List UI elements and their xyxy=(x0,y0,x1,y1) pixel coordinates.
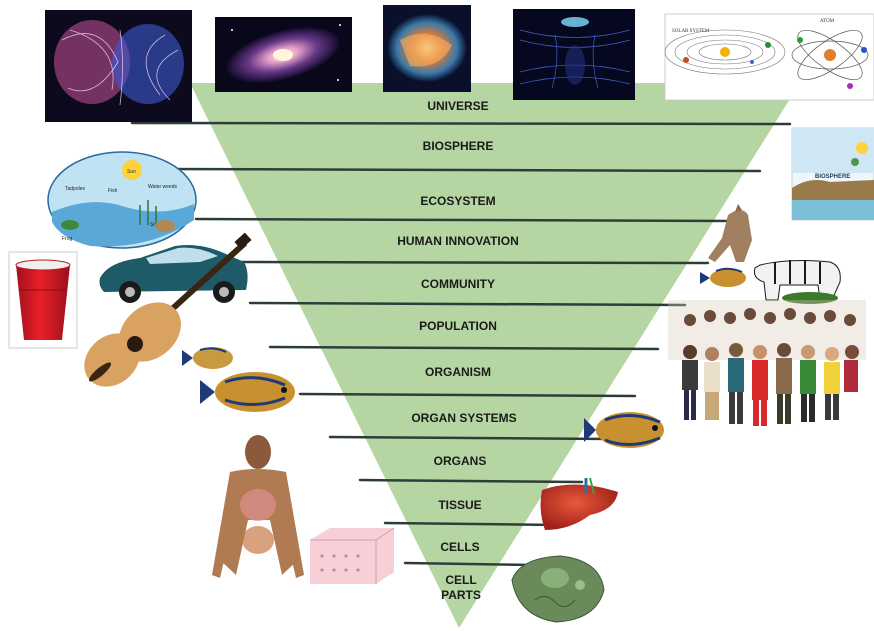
level-label-universe: UNIVERSE xyxy=(427,99,488,113)
pond-ecosystem-image: Sun Tadpoles Fish Water weeds Frog Snail xyxy=(48,152,196,248)
wormhole-image xyxy=(513,9,635,100)
tissue-block-image xyxy=(310,528,394,584)
crowd-image xyxy=(668,300,866,426)
level-label-ecosystem: ECOSYSTEM xyxy=(420,194,495,208)
pond-sun-label: Sun xyxy=(127,169,136,175)
nebula-image xyxy=(383,5,471,92)
zebra-image xyxy=(754,260,840,304)
level-label-parts: PARTS xyxy=(441,588,481,602)
universe-web-image xyxy=(45,10,192,122)
organism-fish-image xyxy=(584,412,664,448)
level-label-biosphere: BIOSPHERE xyxy=(423,139,494,153)
level-label-population: POPULATION xyxy=(419,319,497,333)
pond-fish-label: Fish xyxy=(108,188,118,194)
level-label-tissue: TISSUE xyxy=(438,498,481,512)
level-label-cell: CELL xyxy=(445,573,476,587)
community-fish-image xyxy=(700,269,746,287)
level-label-organ-systems: ORGAN SYSTEMS xyxy=(411,411,516,425)
biosphere-image-title: BIOSPHERE xyxy=(815,174,850,180)
level-label-organs: ORGANS xyxy=(434,454,487,468)
level-label-organism: ORGANISM xyxy=(425,365,491,379)
human-body-image xyxy=(212,435,304,578)
spiral-galaxy-image xyxy=(215,17,352,93)
pond-tadpoles-label: Tadpoles xyxy=(65,186,86,192)
pond-weeds-label: Water weeds xyxy=(148,184,177,190)
cell-parts-image xyxy=(512,556,604,622)
level-label-community: COMMUNITY xyxy=(421,277,495,291)
divider-line xyxy=(405,563,535,565)
solar-system-atom-image: SOLAR SYSTEM ATOM xyxy=(665,14,874,100)
fish-image xyxy=(182,347,295,412)
divider-line xyxy=(232,262,708,263)
pond-frog-label: Frog xyxy=(62,236,73,242)
divider-line xyxy=(132,123,790,124)
atom-title: ATOM xyxy=(820,19,835,24)
red-cup-image xyxy=(9,252,77,348)
liver-image xyxy=(541,478,618,530)
level-label-human-innovation: HUMAN INNOVATION xyxy=(397,234,519,248)
biosphere-image: BIOSPHERE xyxy=(792,128,874,220)
level-label-cells: CELLS xyxy=(440,540,479,554)
car-image xyxy=(100,245,248,303)
